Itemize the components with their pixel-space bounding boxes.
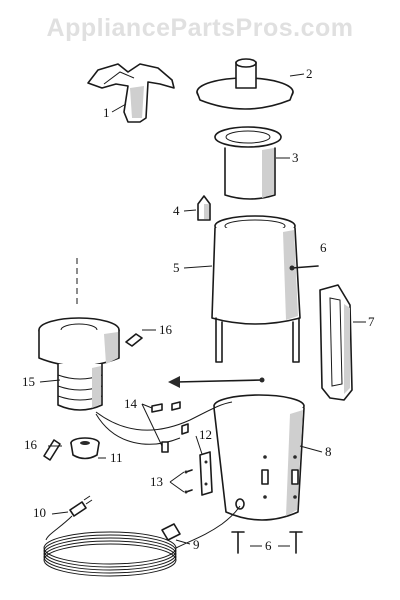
leader-lines xyxy=(39,73,366,547)
callout-6: 6 xyxy=(320,240,327,255)
part-14-wiring xyxy=(95,401,233,453)
callout-8: 8 xyxy=(325,444,332,459)
callout-6-lower: 6 xyxy=(265,538,272,553)
callout-10: 10 xyxy=(33,505,46,520)
part-7-handle xyxy=(319,284,353,401)
watermark: AppliancePartsPros.com xyxy=(46,14,354,42)
part-15-motor xyxy=(38,258,120,411)
callout-5: 5 xyxy=(173,260,180,275)
assembly-arrow xyxy=(168,376,265,388)
callout-1: 1 xyxy=(103,105,110,120)
callout-7: 7 xyxy=(368,314,375,329)
callout-13: 13 xyxy=(150,474,163,489)
part-6-screws xyxy=(231,265,319,554)
part-10-cord xyxy=(43,495,241,577)
callout-3: 3 xyxy=(292,150,299,165)
part-4-plug xyxy=(197,195,211,221)
callout-16-upper: 16 xyxy=(159,322,172,337)
part-12-switch xyxy=(199,451,213,496)
part-1-nozzle xyxy=(87,63,175,123)
part-9-strain-relief xyxy=(161,523,181,541)
callout-14: 14 xyxy=(124,396,137,411)
callout-9: 9 xyxy=(193,537,200,552)
part-8-base xyxy=(213,394,305,521)
part-11-coupler xyxy=(70,437,100,460)
callout-16-lower: 16 xyxy=(24,437,37,452)
part-5-housing xyxy=(211,215,301,363)
part-3-filter xyxy=(214,126,282,200)
callout-12: 12 xyxy=(199,427,212,442)
callout-2: 2 xyxy=(306,66,313,81)
part-2-lid xyxy=(196,58,294,110)
part-13-screws xyxy=(184,469,193,494)
callout-15: 15 xyxy=(22,374,35,389)
part-16-brushes xyxy=(43,333,143,461)
callout-11: 11 xyxy=(110,450,123,465)
callout-4: 4 xyxy=(173,203,180,218)
